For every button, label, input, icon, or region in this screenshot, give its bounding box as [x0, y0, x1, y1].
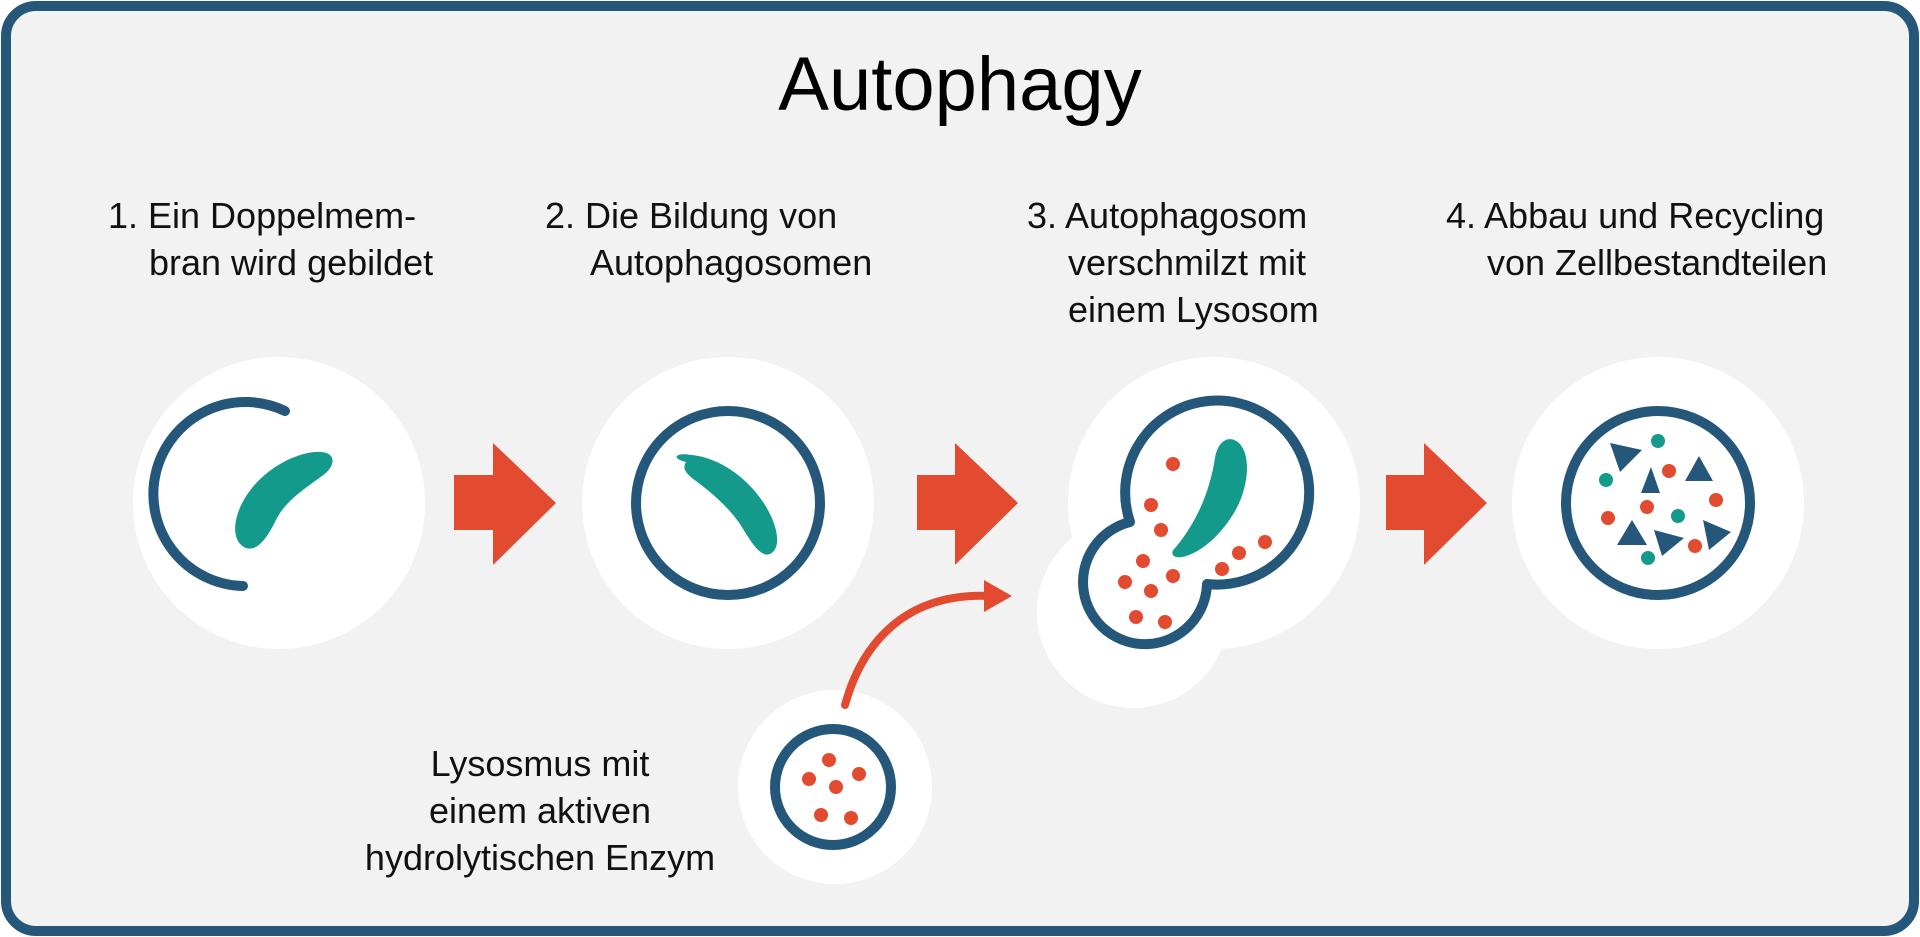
lysosome-membrane — [770, 724, 896, 850]
process-arrow-3 — [1386, 443, 1487, 565]
stage-3-fusion — [1037, 357, 1360, 708]
svg-text:Autophagosomen: Autophagosomen — [590, 242, 872, 283]
process-arrow-1 — [454, 443, 556, 565]
recycled-molecules-red — [1601, 464, 1723, 553]
svg-text:1. Ein Doppelmem-: 1. Ein Doppelmem- — [108, 195, 416, 236]
stage-4-background — [1512, 357, 1804, 649]
svg-text:Lysosmus mit: Lysosmus mit — [431, 743, 650, 784]
degraded-fragments — [1610, 443, 1731, 556]
stage-1-phagophore — [133, 357, 425, 649]
recycled-molecules-teal — [1599, 434, 1685, 565]
svg-text:verschmilzt mit: verschmilzt mit — [1068, 242, 1306, 283]
step-4-label: 4. Abbau und Recycling von Zellbestandte… — [1446, 195, 1827, 283]
svg-text:von Zellbestandteilen: von Zellbestandteilen — [1487, 242, 1827, 283]
phagophore-membrane — [148, 397, 290, 591]
cargo-organelle — [676, 454, 778, 555]
fragment-triangle — [1685, 456, 1713, 481]
step-3-label: 3. Autophagosom verschmilzt mit einem Ly… — [1027, 195, 1319, 330]
lysosome-delivery-arrow — [841, 580, 1012, 709]
fragment-triangle — [1617, 520, 1647, 545]
fragment-triangle — [1654, 530, 1684, 556]
svg-text:einem Lysosom: einem Lysosom — [1068, 289, 1319, 330]
lysosome — [738, 690, 932, 884]
process-arrow-2 — [917, 443, 1018, 565]
autolysosome-membrane — [1561, 406, 1755, 600]
lysosome-caption: Lysosmus mit einem aktiven hydrolytische… — [365, 743, 715, 878]
stage-2-autophagosome — [582, 357, 874, 649]
svg-text:einem aktiven: einem aktiven — [429, 790, 651, 831]
svg-text:4. Abbau und Recycling: 4. Abbau und Recycling — [1446, 195, 1824, 236]
svg-text:hydrolytischen Enzym: hydrolytischen Enzym — [365, 837, 715, 878]
diagram-title: Autophagy — [778, 42, 1141, 127]
hydrolytic-enzymes — [802, 753, 866, 825]
cargo-organelle — [1172, 439, 1247, 558]
fragment-triangle — [1703, 520, 1731, 550]
hydrolytic-enzymes — [1118, 457, 1272, 629]
svg-text:3. Autophagosom: 3. Autophagosom — [1027, 195, 1307, 236]
fragment-triangle — [1641, 467, 1660, 493]
fused-membrane — [1078, 395, 1315, 650]
step-2-label: 2. Die Bildung von Autophagosomen — [545, 195, 872, 283]
svg-text:2. Die Bildung von: 2. Die Bildung von — [545, 195, 837, 236]
stage-4-degradation — [1512, 357, 1804, 649]
cargo-organelle — [235, 451, 333, 549]
autophagosome-membrane — [631, 406, 825, 600]
fragment-triangle — [1610, 443, 1642, 472]
svg-text:bran wird gebildet: bran wird gebildet — [149, 242, 433, 283]
step-1-label: 1. Ein Doppelmem- bran wird gebildet — [108, 195, 433, 283]
